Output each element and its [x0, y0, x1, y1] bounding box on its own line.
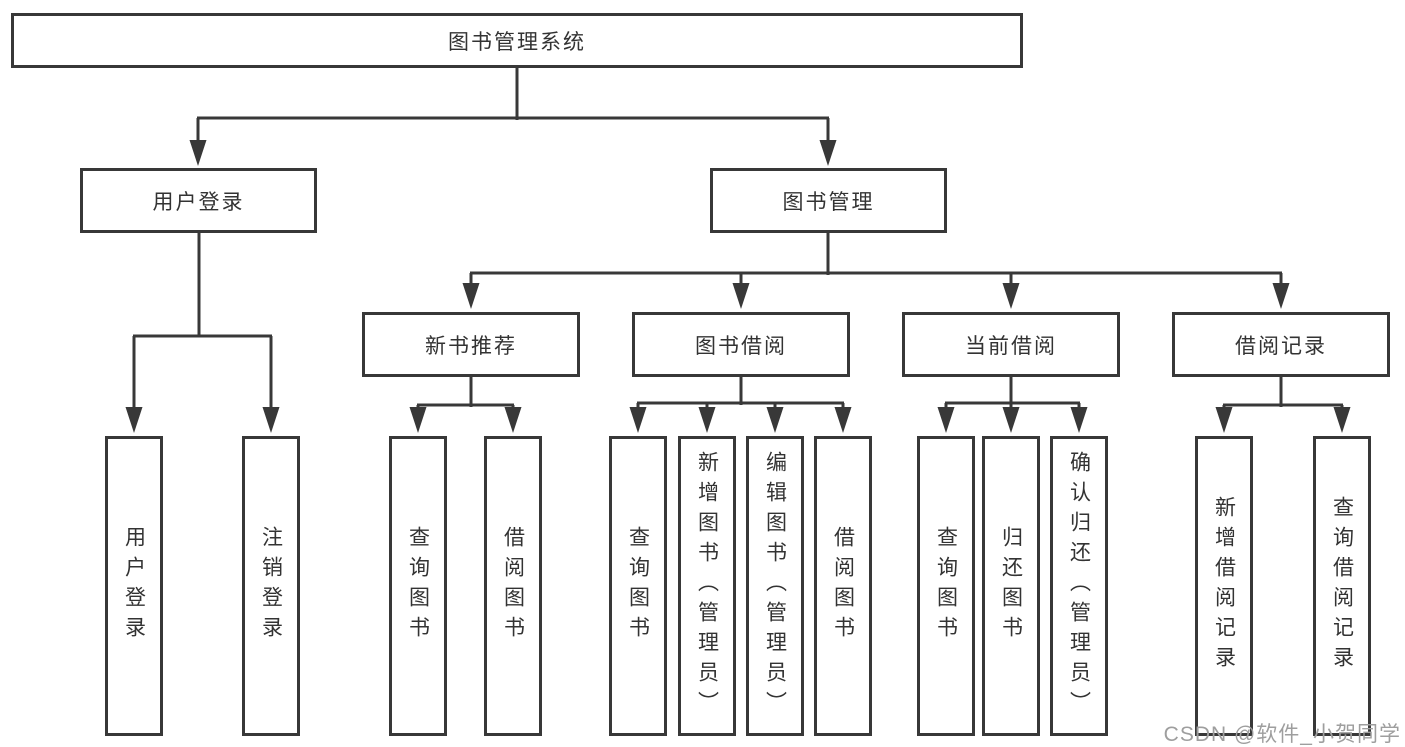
leaf-borrow-books: 借阅图书	[814, 436, 872, 736]
node-borrow-records: 借阅记录	[1172, 312, 1390, 377]
leaf-borrow-books-recommend: 借阅图书	[484, 436, 542, 736]
node-book-borrow: 图书借阅	[632, 312, 850, 377]
leaf-add-book-admin: 新增图书（管理员）	[678, 436, 736, 736]
leaf-query-borrow-record: 查询借阅记录	[1313, 436, 1371, 736]
leaf-logout: 注销登录	[242, 436, 300, 736]
leaf-query-books-recommend-label: 查询图书	[406, 526, 430, 646]
leaf-borrow-books-recommend-label: 借阅图书	[501, 526, 525, 646]
leaf-query-books-borrow-label: 查询图书	[626, 526, 650, 646]
leaf-confirm-return-admin-label: 确认归还（管理员）	[1067, 451, 1091, 721]
leaf-return-books-label: 归还图书	[999, 526, 1023, 646]
leaf-query-books-borrow: 查询图书	[609, 436, 667, 736]
leaf-user-login: 用户登录	[105, 436, 163, 736]
leaf-user-login-label: 用户登录	[122, 526, 146, 646]
leaf-edit-book-admin: 编辑图书（管理员）	[746, 436, 804, 736]
node-new-book-recommend: 新书推荐	[362, 312, 580, 377]
leaf-edit-book-admin-label: 编辑图书（管理员）	[763, 451, 787, 721]
leaf-query-books-recommend: 查询图书	[389, 436, 447, 736]
leaf-add-book-admin-label: 新增图书（管理员）	[695, 451, 719, 721]
leaf-add-borrow-record: 新增借阅记录	[1195, 436, 1253, 736]
leaf-query-books-current: 查询图书	[917, 436, 975, 736]
node-user-login: 用户登录	[80, 168, 317, 233]
arrowheads	[125, 140, 1351, 433]
leaf-return-books: 归还图书	[982, 436, 1040, 736]
csdn-watermark: CSDN @软件_小贺同学	[1163, 723, 1401, 746]
node-root: 图书管理系统	[11, 13, 1023, 68]
leaf-borrow-books-label: 借阅图书	[831, 526, 855, 646]
leaf-add-borrow-record-label: 新增借阅记录	[1212, 496, 1236, 676]
node-book-management: 图书管理	[710, 168, 947, 233]
leaf-query-books-current-label: 查询图书	[934, 526, 958, 646]
node-current-borrow: 当前借阅	[902, 312, 1120, 377]
leaf-confirm-return-admin: 确认归还（管理员）	[1050, 436, 1108, 736]
leaf-logout-label: 注销登录	[259, 526, 283, 646]
leaf-query-borrow-record-label: 查询借阅记录	[1330, 496, 1354, 676]
